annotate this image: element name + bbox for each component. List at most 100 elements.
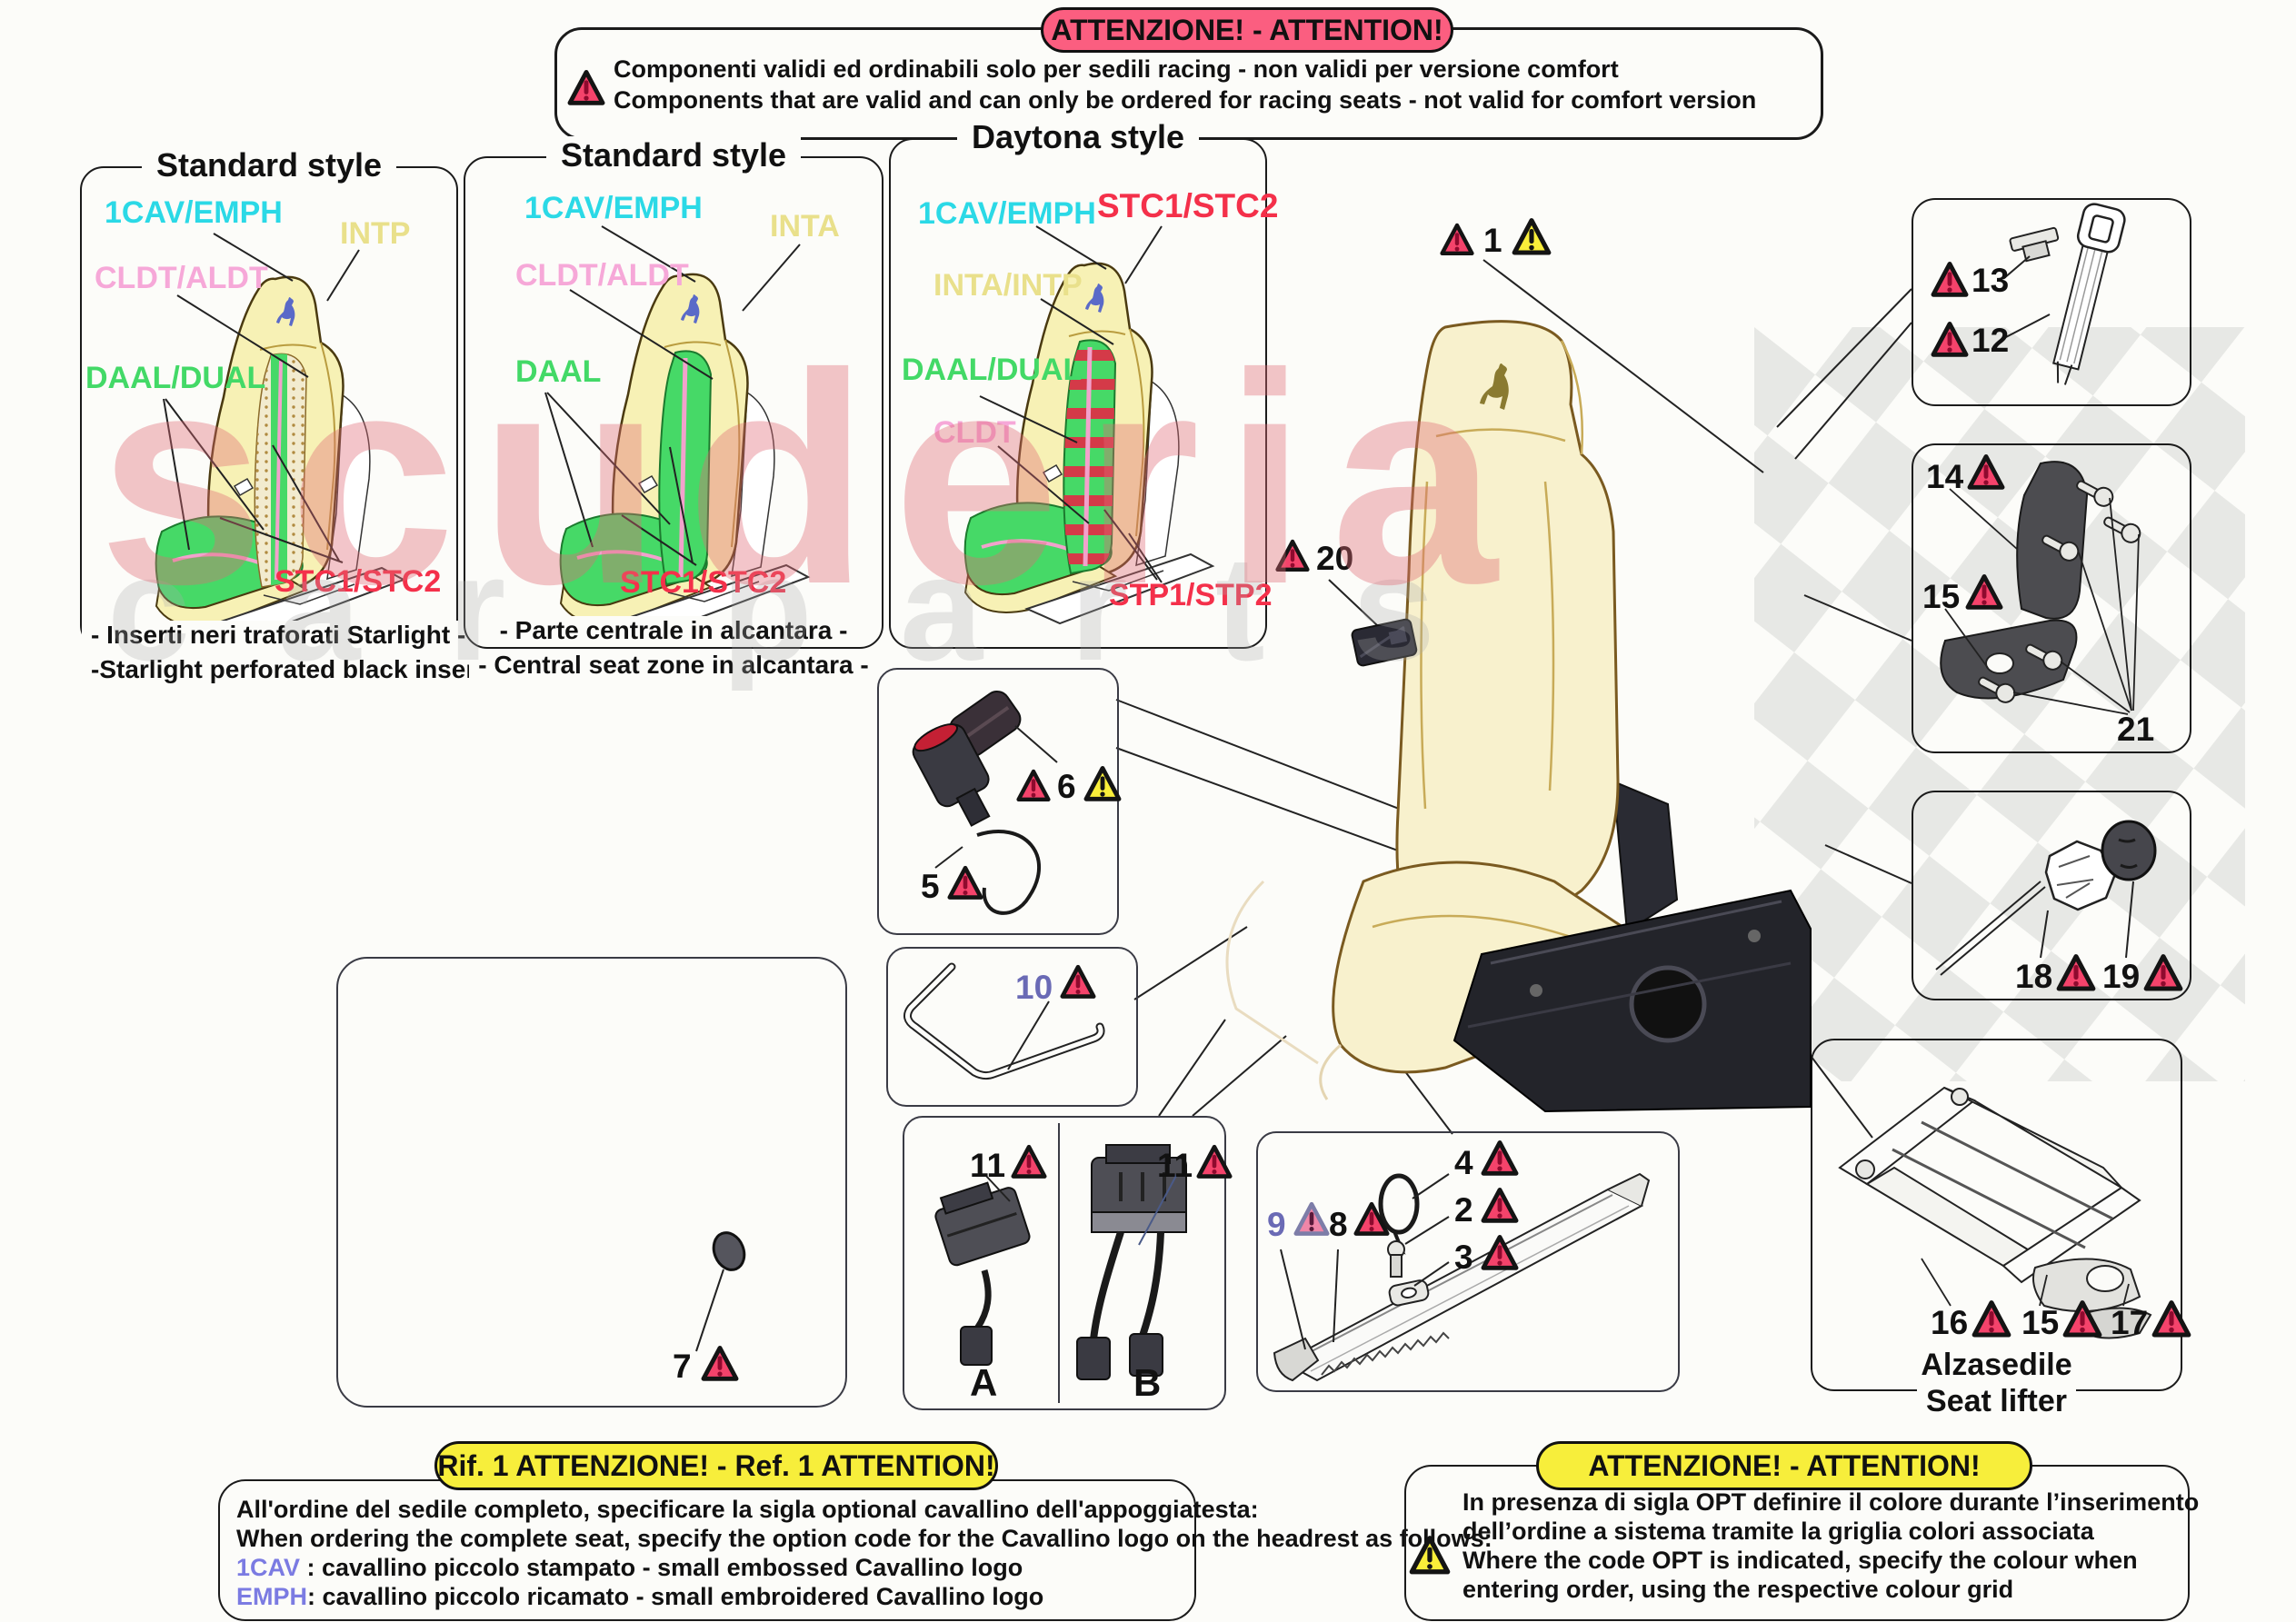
opt-line-1: In presenza di sigla OPT definire il col… — [1462, 1488, 2200, 1516]
callout-20: 20 — [1316, 540, 1354, 577]
connector-20-illustration — [1351, 618, 1418, 667]
label-1cav-emph: 1CAV/EMPH — [524, 191, 703, 225]
callout-15: 15 — [1922, 578, 1961, 615]
warning-icon-red — [1059, 963, 1097, 1001]
warning-icon-yellow — [1408, 1534, 1452, 1577]
connectors-box: 11 11 A B — [903, 1116, 1226, 1410]
warning-icon-red — [2142, 952, 2184, 994]
side-panels-illustration — [1940, 461, 2141, 715]
code-1cav: 1CAV — [236, 1554, 301, 1581]
opt-note-box: In presenza di sigla OPT definire il col… — [1404, 1465, 2199, 1621]
handle-knob-illustration — [1935, 820, 2157, 976]
callout-6: 6 — [1057, 768, 1076, 805]
callout-8: 8 — [1329, 1206, 1348, 1243]
callout-10: 10 — [1015, 969, 1053, 1006]
label-inta-intp: INTA/INTP — [933, 268, 1083, 303]
warning-icon-red — [1966, 453, 2006, 493]
belt-buckle-illustration — [912, 691, 1058, 915]
label-stc1-stc2: STC1/STC2 — [275, 564, 442, 599]
style-box-daytona: Daytona style 1CAV/EMPH STC1/STC2 INTA/I… — [889, 118, 1278, 649]
callout-3: 3 — [1454, 1239, 1473, 1276]
warning-icon-red — [1274, 538, 1311, 574]
seat-illustration-standard-2 — [544, 225, 810, 636]
style-box-1-title: Standard style — [82, 146, 456, 184]
style-box-standard-1: Standard style 1CAV/EMPH INTP CLDT/ALDT … — [80, 146, 524, 683]
warning-icon-red — [1930, 260, 1970, 300]
callout-21: 21 — [2117, 711, 2155, 748]
top-attention-pill: ATTENZIONE! - ATTENTION! — [1041, 7, 1453, 53]
warning-icon-red — [1964, 572, 2004, 612]
callout-18: 18 — [2015, 958, 2053, 995]
code-emph: EMPH — [236, 1583, 308, 1610]
callout-19: 19 — [2102, 958, 2141, 995]
side-panels-box: 14 15 21 — [1912, 443, 2191, 753]
leader-lines — [163, 233, 360, 563]
seat-rail-illustration — [1273, 1172, 1651, 1382]
tube-illustration — [903, 962, 1105, 1080]
top-attention-line-it: Componenti validi ed ordinabili solo per… — [614, 55, 1619, 83]
top-attention-line-en: Components that are valid and can only b… — [614, 86, 1757, 114]
connector-letter-a: A — [970, 1361, 998, 1404]
callout-16: 16 — [1931, 1304, 1969, 1341]
plug-illustration — [695, 1231, 746, 1352]
callout-5: 5 — [921, 868, 940, 905]
warning-icon-red — [1480, 1186, 1520, 1226]
warning-icon-red — [1480, 1233, 1520, 1273]
warning-icon-yellow — [1083, 764, 1123, 804]
seat-illustration-daytona — [963, 225, 1214, 625]
seat-lifter-box: 16 15 17 Alzasedile Seat lifter — [1811, 1039, 2182, 1418]
rif1-note-box: All'ordine del sedile completo, specific… — [218, 1479, 1492, 1621]
label-stp1-stp2: STP1/STP2 — [1109, 578, 1273, 612]
style-box-3-title: Daytona style — [891, 118, 1265, 156]
warning-icon-red — [946, 864, 984, 902]
warning-icon-red — [1015, 768, 1052, 804]
seat-rail-box: 9 8 4 2 3 — [1256, 1131, 1680, 1392]
warning-icon-purple — [1293, 1200, 1331, 1239]
label-inta: INTA — [770, 209, 840, 244]
callout-7: 7 — [673, 1348, 692, 1385]
warning-icon-red — [1930, 320, 1970, 360]
rif1-line-code2: EMPH: cavallino piccolo ricamato - small… — [236, 1583, 1044, 1610]
label-1cav-emph: 1CAV/EMPH — [105, 195, 283, 230]
label-daal: DAAL — [515, 354, 602, 389]
seat-lifter-label-it: Alzasedile — [1812, 1348, 2181, 1383]
rif1-line-1: All'ordine del sedile completo, specific… — [236, 1496, 1259, 1523]
caption-it: - Parte centrale in alcantara - — [465, 616, 882, 645]
handle-knob-box: 18 19 — [1912, 791, 2191, 1000]
opt-line-3: Where the code OPT is indicated, specify… — [1462, 1547, 2138, 1574]
opt-note-pill: ATTENZIONE! - ATTENTION! — [1536, 1441, 2032, 1490]
caption-en: - Central seat zone in alcantara - — [465, 651, 882, 680]
label-intp: INTP — [340, 216, 411, 251]
label-stc1-stc2: STC1/STC2 — [1097, 187, 1279, 224]
warning-icon-red — [2061, 1299, 2103, 1340]
callout-13: 13 — [1972, 262, 2010, 299]
style-box-2-title: Standard style — [465, 136, 882, 174]
warning-icon-red — [2151, 1299, 2192, 1340]
callout-15b: 15 — [2021, 1304, 2060, 1341]
rif1-note-pill: Rif. 1 ATTENZIONE! - Ref. 1 ATTENTION! — [434, 1441, 998, 1490]
caption-en: -Starlight perforated black inserts - — [82, 655, 524, 684]
warning-icon-red — [566, 68, 606, 108]
callout-4: 4 — [1454, 1144, 1473, 1181]
callout-11a: 11 — [970, 1147, 1006, 1184]
caption-it: - Inserti neri traforati Starlight - — [82, 621, 475, 650]
warning-icon-red — [2055, 952, 2097, 994]
label-cldt-aldt: CLDT/ALDT — [515, 258, 689, 293]
warning-icon-red — [1010, 1143, 1048, 1181]
seat-lifter-label-en: Seat lifter — [1812, 1384, 2181, 1419]
callout-12: 12 — [1972, 322, 2010, 359]
warning-icon-red — [1439, 222, 1475, 258]
callout-14: 14 — [1926, 458, 1964, 495]
belt-stalk-illustration — [2003, 203, 2126, 385]
callout-2: 2 — [1454, 1191, 1473, 1229]
warning-icon-red — [700, 1344, 740, 1384]
callout-11b: 11 — [1157, 1147, 1193, 1184]
main-seat-illustration — [1225, 320, 1812, 1113]
label-cldt-aldt: CLDT/ALDT — [95, 261, 268, 295]
connector-letter-b: B — [1133, 1361, 1162, 1404]
leader-lines — [544, 225, 801, 566]
rif1-line-code1: 1CAV : cavallino piccolo stampato - smal… — [236, 1554, 1023, 1581]
leader-lines — [979, 225, 1163, 583]
callout-1: 1 — [1483, 222, 1502, 259]
